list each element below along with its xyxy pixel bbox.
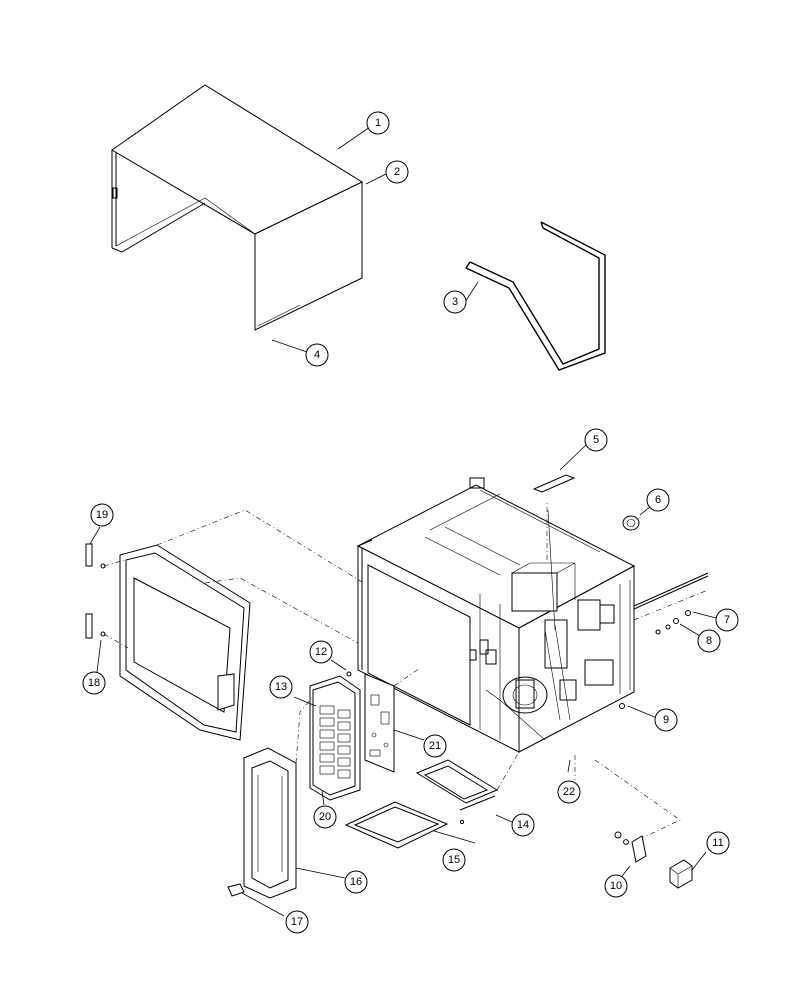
svg-text:15: 15: [448, 854, 460, 866]
svg-text:9: 9: [663, 714, 669, 726]
svg-text:19: 19: [96, 509, 108, 521]
door-trim-frame: [243, 747, 297, 899]
callout-3: 3: [443, 290, 467, 314]
control-panel: [309, 675, 361, 801]
leader-lines: [89, 126, 717, 917]
svg-text:3: 3: [452, 296, 458, 308]
side-screws: [633, 572, 709, 635]
assembly-guide-lines: [103, 500, 709, 839]
connector-block: [669, 859, 693, 889]
bottom-tray: [344, 801, 449, 849]
callout-19: 19: [90, 503, 114, 527]
callout-14: 14: [511, 813, 535, 837]
callout-2: 2: [385, 160, 409, 184]
callout-9: 9: [654, 708, 678, 732]
svg-text:2: 2: [394, 166, 400, 178]
callout-8: 8: [697, 629, 721, 653]
svg-text:16: 16: [350, 876, 362, 888]
callout-7: 7: [715, 608, 739, 632]
trim-clip: [227, 883, 245, 897]
callout-17: 17: [285, 910, 309, 934]
circuit-board: [364, 673, 395, 773]
callout-16: 16: [344, 870, 368, 894]
svg-text:7: 7: [724, 614, 730, 626]
top-cover-plate: [532, 474, 576, 493]
callout-13: 13: [269, 675, 293, 699]
svg-text:8: 8: [706, 635, 712, 647]
svg-text:4: 4: [314, 349, 320, 361]
fuse-bracket: [614, 831, 647, 863]
hinge-pins: [85, 543, 106, 639]
callout-6: 6: [646, 488, 670, 512]
callout-18: 18: [82, 671, 106, 695]
bottom-screw: [619, 703, 625, 709]
callout-5: 5: [584, 428, 608, 452]
svg-text:1: 1: [375, 117, 381, 129]
svg-text:21: 21: [429, 740, 441, 752]
gasket-strip: [465, 221, 606, 371]
callout-20: 20: [313, 805, 337, 829]
svg-text:11: 11: [712, 837, 723, 849]
callout-1: 1: [366, 111, 390, 135]
svg-text:17: 17: [291, 916, 303, 928]
keypad-buttons: [319, 705, 351, 779]
svg-text:22: 22: [563, 786, 575, 798]
svg-text:14: 14: [517, 819, 529, 831]
callout-12: 12: [309, 640, 333, 664]
svg-text:10: 10: [610, 880, 622, 892]
bottom-bracket: [415, 759, 499, 825]
svg-text:5: 5: [593, 434, 599, 446]
callout-4: 4: [305, 343, 329, 367]
svg-text:12: 12: [315, 646, 327, 658]
svg-text:13: 13: [275, 681, 287, 693]
svg-text:18: 18: [88, 677, 100, 689]
callout-22: 22: [557, 780, 581, 804]
main-chassis: [356, 477, 636, 753]
callout-11: 11: [706, 831, 730, 855]
callout-10: 10: [604, 874, 628, 898]
svg-text:6: 6: [655, 494, 661, 506]
callout-15: 15: [442, 848, 466, 872]
panel-screw: [346, 671, 352, 677]
svg-text:20: 20: [319, 811, 331, 823]
callout-21: 21: [423, 734, 447, 758]
oven-door: [119, 544, 251, 741]
outer-cabinet-wrapper: [111, 84, 364, 331]
wire-clamp: [622, 515, 640, 531]
